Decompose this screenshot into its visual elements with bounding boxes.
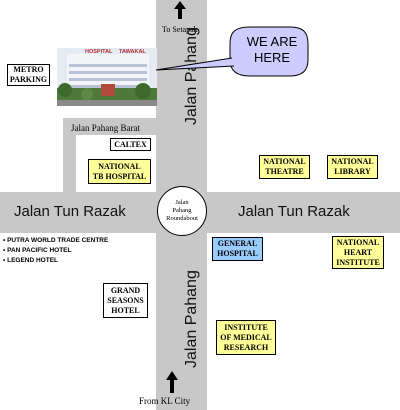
callout-line-2: HERE [253, 50, 291, 65]
road-jalan-pahang-barat [63, 118, 156, 135]
place-national-library: NATIONAL LIBRARY [327, 155, 378, 179]
place-institute-medical-research: INSTITUTE OF MEDICAL RESEARCH [216, 320, 276, 355]
callout-bubble [155, 26, 309, 77]
research-line-3: RESEARCH [223, 342, 269, 352]
hospital-building-image [57, 48, 157, 106]
caltex-label: CALTEX [114, 139, 147, 149]
heart-line-1: NATIONAL [336, 237, 380, 247]
roundabout: Jalan Pahang Roundabout [157, 186, 207, 236]
photo-sign-left: HOSPITAL [85, 49, 113, 55]
heart-line-2: HEART [343, 247, 373, 257]
place-national-theatre: NATIONAL THEATRE [259, 155, 310, 179]
place-caltex: CALTEX [110, 138, 151, 151]
metro-parking-line-2: PARKING [9, 75, 48, 84]
grand-seasons-line-1: GRAND [110, 285, 141, 295]
road-label-tun-razak-west: Jalan Tun Razak [14, 203, 126, 220]
direction-south: From KL City [139, 396, 191, 406]
road-label-pahang-south: Jalan Pahang [183, 270, 200, 368]
place-national-heart-institute: NATIONAL HEART INSTITUTE [332, 236, 384, 269]
research-line-2: OF MEDICAL [220, 332, 272, 342]
general-hospital-line-1: GENERAL [217, 239, 258, 248]
place-general-hospital: GENERAL HOSPITAL [212, 237, 263, 261]
theatre-line-2: THEATRE [265, 167, 304, 176]
roundabout-line-1: Jalan [175, 199, 189, 206]
direction-north: To Setapak [162, 25, 198, 34]
heart-line-3: INSTITUTE [336, 257, 380, 267]
tb-hospital-line-1: NATIONAL [98, 161, 141, 171]
grand-seasons-line-3: HOTEL [111, 305, 140, 315]
callout-line-1: WE ARE [246, 34, 298, 49]
arrow-up-icon [166, 371, 178, 393]
research-line-1: INSTITUTE [224, 322, 268, 332]
roundabout-line-2: Pahang [172, 207, 192, 214]
place-grand-seasons-hotel: GRAND SEASONS HOTEL [103, 283, 148, 318]
landmarks-list: PUTRA WORLD TRADE CENTRE PAN PACIFIC HOT… [3, 236, 108, 266]
landmark-item: LEGEND HOTEL [3, 256, 108, 266]
library-line-1: NATIONAL [331, 157, 374, 166]
photo-sign-right: TAWAKAL [119, 49, 146, 55]
general-hospital-line-2: HOSPITAL [217, 249, 258, 258]
road-barat-spur [63, 118, 76, 192]
place-national-tb-hospital: NATIONAL TB HOSPITAL [88, 159, 151, 184]
library-line-2: LIBRARY [334, 167, 371, 176]
callout-text: WE ARE HERE [242, 34, 302, 66]
hospital-photo: HOSPITAL TAWAKAL [57, 48, 157, 106]
metro-parking-line-1: METRO [13, 65, 44, 74]
tb-hospital-line-2: TB HOSPITAL [92, 171, 147, 181]
roundabout-line-3: Roundabout [166, 215, 198, 222]
landmark-item: PUTRA WORLD TRADE CENTRE [3, 236, 108, 246]
place-metro-parking: METRO PARKING [7, 64, 50, 86]
grand-seasons-line-2: SEASONS [107, 295, 144, 305]
road-label-tun-razak-east: Jalan Tun Razak [238, 203, 350, 220]
landmark-item: PAN PACIFIC HOTEL [3, 246, 108, 256]
arrow-up-icon [174, 1, 186, 19]
road-label-pahang-barat: Jalan Pahang Barat [71, 123, 140, 133]
theatre-line-1: NATIONAL [263, 157, 306, 166]
